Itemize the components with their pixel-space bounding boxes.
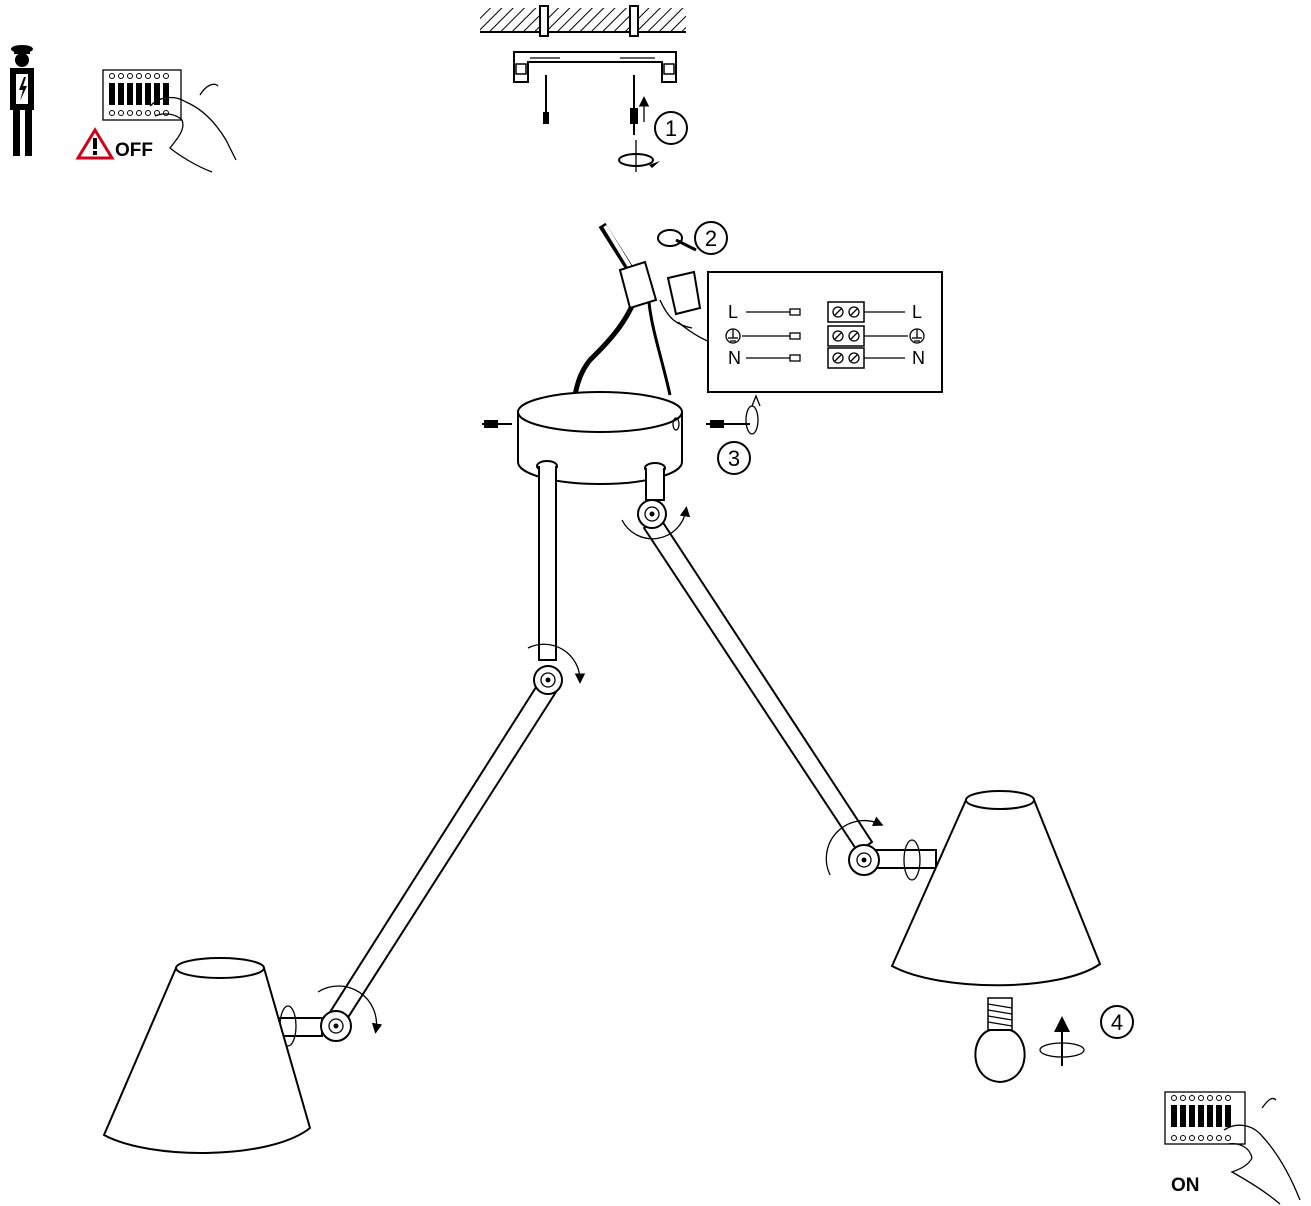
left-lamp-arm (261, 460, 558, 1037)
wiring-diagram: L N L (707, 271, 943, 393)
left-lamp-shade (102, 957, 312, 1154)
svg-text:1: 1 (665, 116, 677, 141)
svg-text:4: 4 (1111, 1010, 1123, 1035)
warning-triangle-icon (75, 127, 115, 160)
breaker-panel-off-icon (102, 69, 237, 173)
light-bulb-icon (974, 997, 1026, 1084)
elbow-joint-icon (527, 643, 586, 695)
screw-icon (543, 75, 650, 135)
on-label: ON (1171, 1175, 1200, 1196)
electrician-icon (10, 45, 34, 156)
side-screw-icon (482, 394, 761, 435)
off-label: OFF (115, 140, 153, 161)
shoulder-joint-icon (621, 499, 691, 540)
mounting-bracket (513, 51, 677, 83)
step-2-badge: 2 (694, 221, 728, 255)
live-label-right: L (912, 302, 922, 322)
terminal-block-icon (827, 301, 865, 369)
wire-strip-icon (657, 229, 697, 252)
svg-text:3: 3 (728, 446, 740, 471)
ceiling-canopy (517, 391, 683, 485)
ground-icon (725, 328, 741, 344)
power-cable (572, 222, 711, 396)
neutral-label-left: N (728, 348, 741, 368)
ceiling-section (480, 5, 686, 37)
svg-text:2: 2 (705, 226, 717, 251)
right-lamp-shade (890, 790, 1102, 987)
step-1-badge: 1 (654, 111, 688, 145)
wrist-joint-icon (825, 816, 921, 881)
neutral-label-right: N (912, 348, 925, 368)
right-lamp-arm (642, 462, 937, 869)
ground-icon (909, 328, 925, 344)
step-3-badge: 3 (717, 441, 751, 475)
breaker-panel-on-icon (1164, 1091, 1301, 1205)
wall-plug-icon (539, 5, 639, 37)
step-4-badge: 4 (1100, 1005, 1134, 1039)
live-label-left: L (728, 302, 738, 322)
wrist-joint-icon (279, 985, 383, 1047)
rotate-arrow-icon (618, 140, 660, 172)
screw-in-arrow-icon (1039, 1016, 1085, 1066)
